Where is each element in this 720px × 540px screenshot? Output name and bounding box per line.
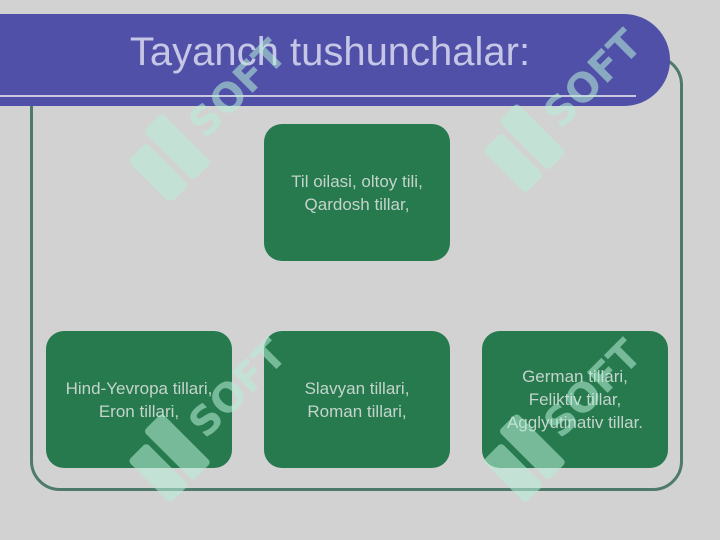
box-line: Eron tillari, — [98, 401, 180, 421]
box-line: Slavyan tillari, — [304, 378, 410, 398]
title-underline — [0, 95, 636, 97]
box-line: Roman tillari, — [307, 401, 407, 421]
concept-box-left: Hind-Yevropa tillari, Eron tillari, — [46, 331, 232, 468]
box-line: Qardosh tillar, — [304, 194, 410, 214]
title-bar — [0, 14, 670, 106]
box-line: Feliktiv tillar, — [528, 390, 622, 409]
concept-box-right: German tillari, Feliktiv tillar, Agglyut… — [482, 331, 668, 468]
box-line: Hind-Yevropa tillari, — [65, 378, 213, 398]
concept-box-center: Slavyan tillari, Roman tillari, — [264, 331, 450, 468]
concept-box-top: Til oilasi, oltoy tili, Qardosh tillar, — [264, 124, 450, 261]
box-line: German tillari, — [522, 367, 628, 386]
box-line: Til oilasi, oltoy tili, — [291, 171, 423, 191]
slide-title: Tayanch tushunchalar: — [129, 30, 531, 74]
box-line: Agglyutinativ tillar. — [506, 413, 644, 432]
